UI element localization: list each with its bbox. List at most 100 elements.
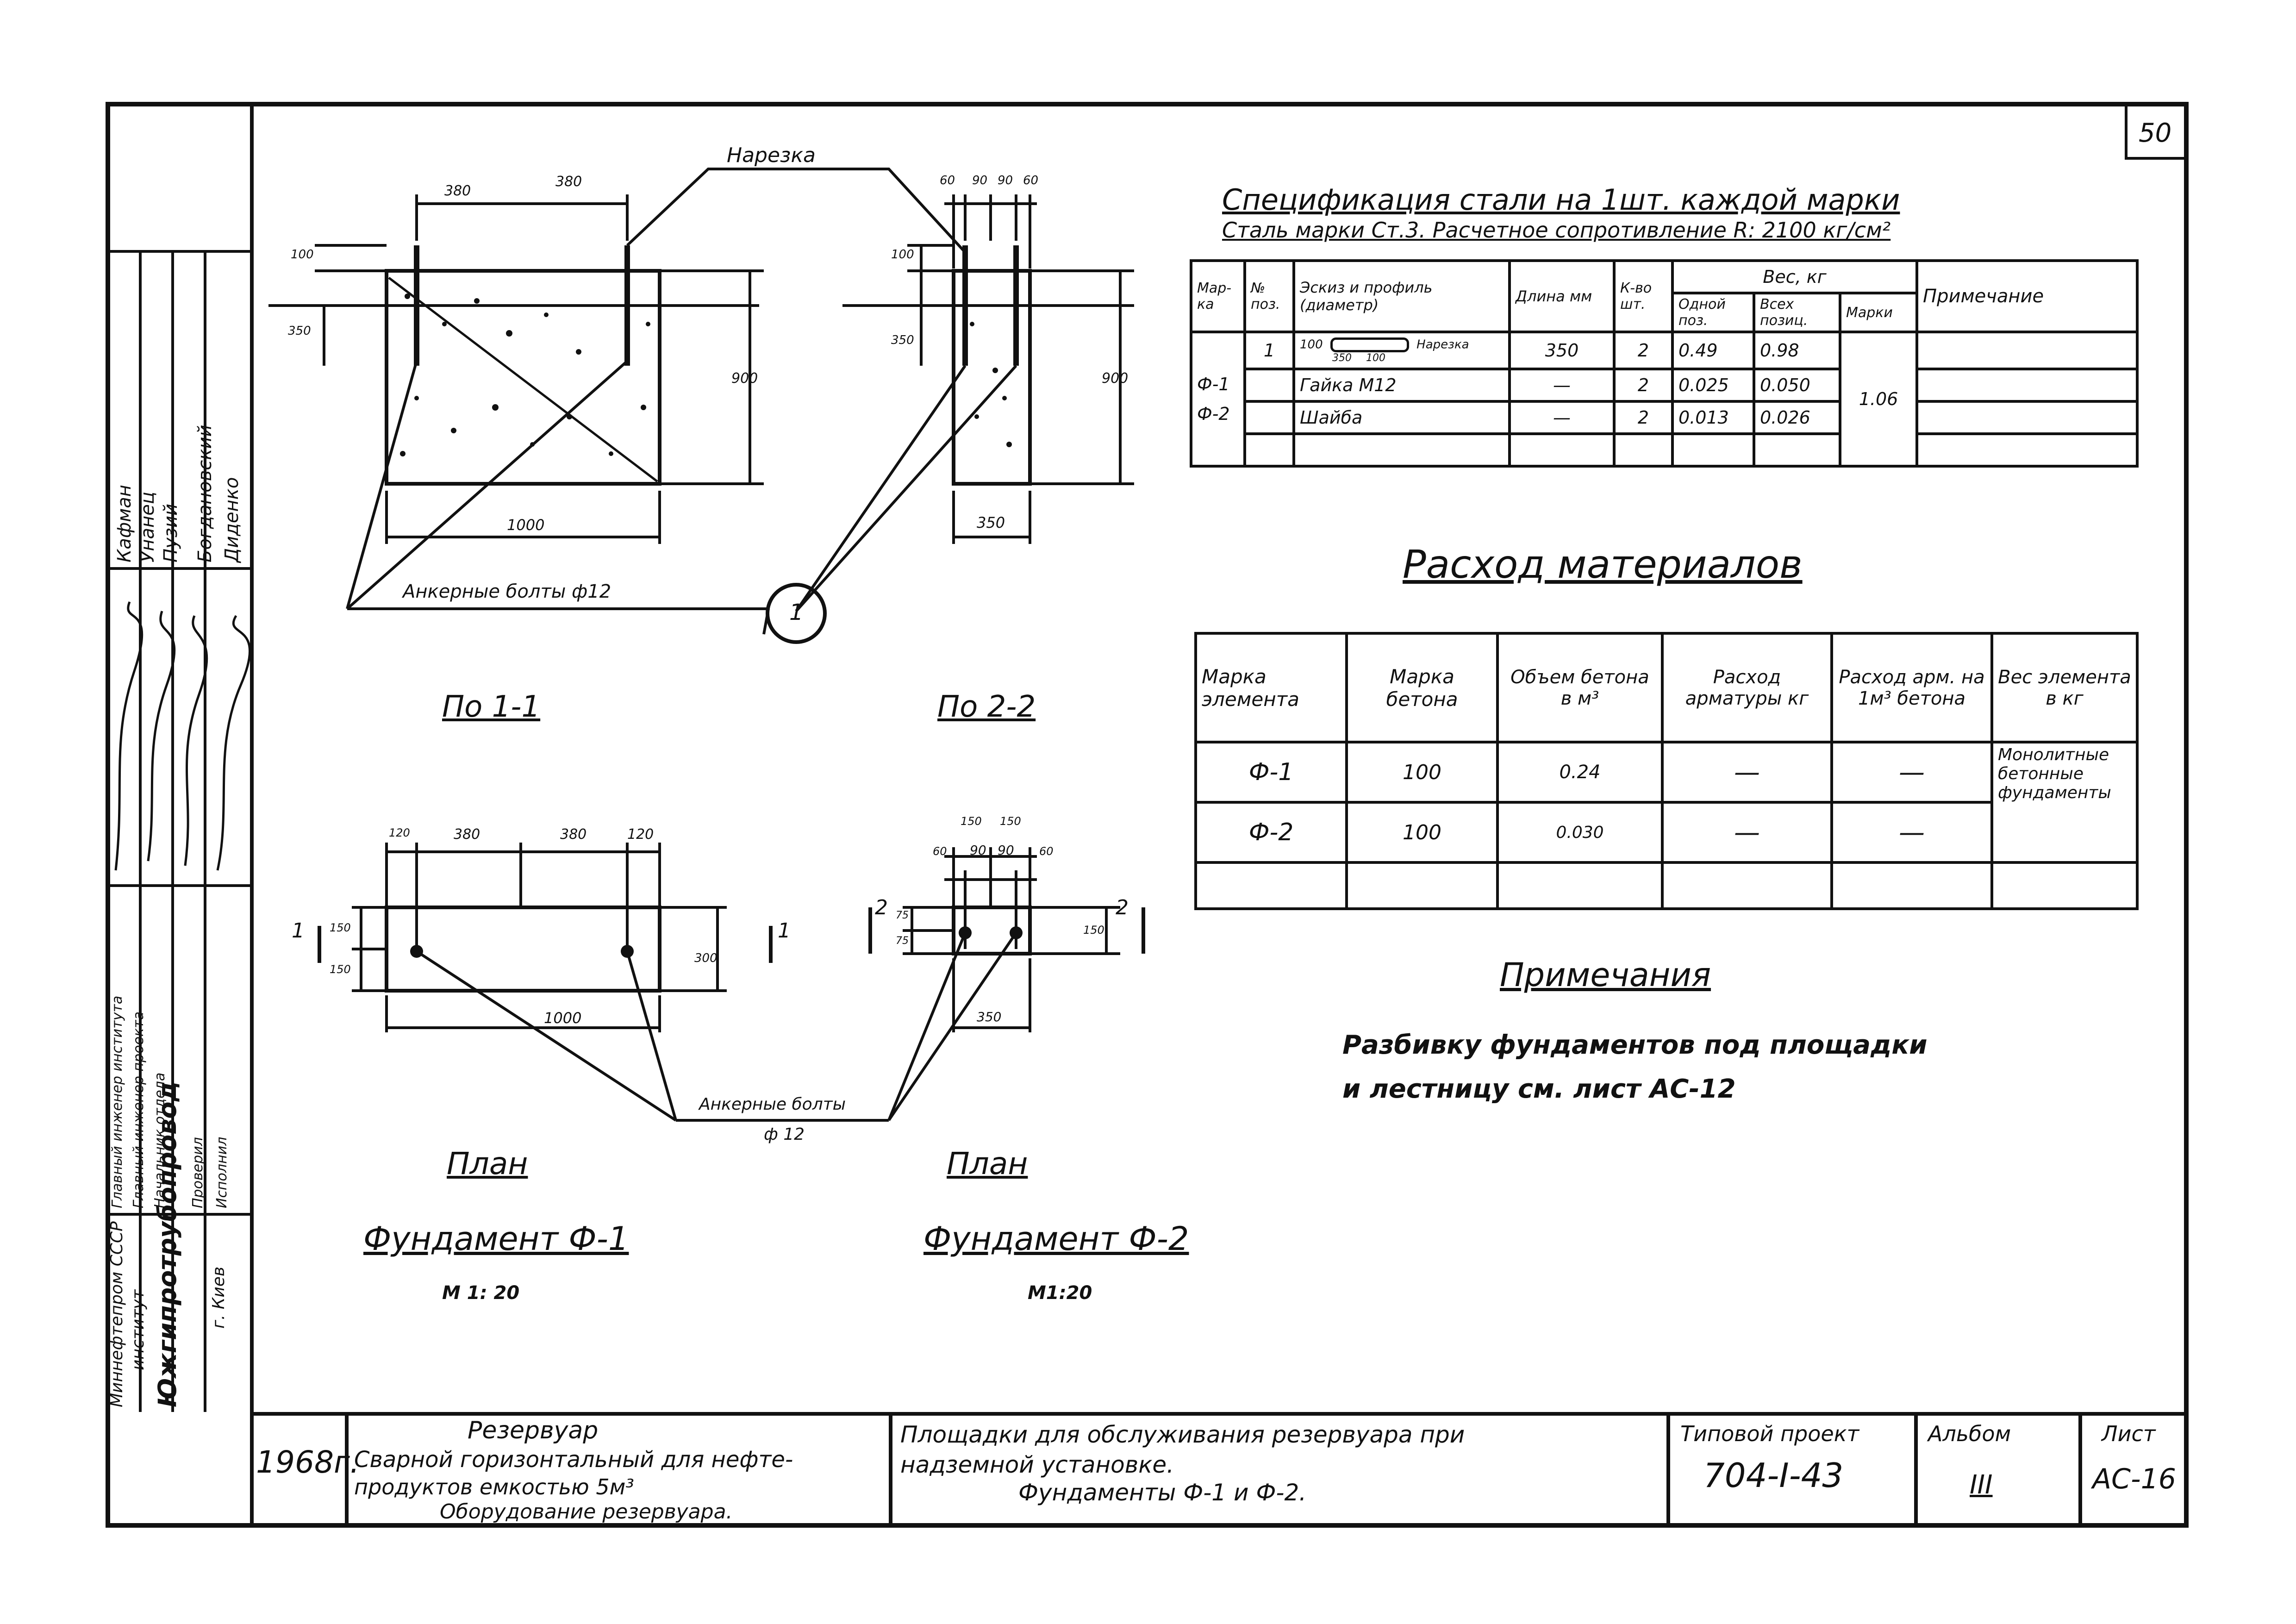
spec-qty-3: 2: [1613, 400, 1674, 435]
section1-block: [385, 269, 661, 486]
notes-line1: Разбивку фундаментов под площадки: [1342, 1030, 1928, 1060]
section2-block: [952, 269, 1032, 486]
title-desc-2: надземной установке.: [900, 1451, 1174, 1478]
mat-r0-c2: 0.24: [1496, 741, 1664, 804]
dim-s2-h-embed: 350: [891, 333, 914, 347]
dim-p1-a: 120: [389, 826, 410, 839]
mat-h-1: Марка бетона: [1345, 632, 1499, 743]
title-object-3: продуктов емкостью 5м³: [354, 1474, 634, 1499]
anchor-bolts-label-plan: Анкерные болты: [699, 1095, 846, 1114]
dim-s2-d: 60: [1023, 174, 1039, 187]
spec-all-3: 0.026: [1753, 400, 1841, 435]
spec-mark-weight: 1.06: [1839, 331, 1918, 468]
section-1-title: По 1-1: [442, 690, 541, 724]
notes-title: Примечания: [1500, 956, 1711, 994]
mat-r1-c1: 100: [1345, 801, 1499, 864]
dim-p1-w: 1000: [544, 1009, 582, 1027]
mat-r1-c4: —: [1830, 801, 1993, 864]
spec-title: Спецификация стали на 1шт. каждой марки: [1222, 183, 1900, 217]
spec-name-2: Гайка М12: [1292, 368, 1511, 403]
table-row: Ф-2 100 0.030 — —: [1194, 801, 2137, 864]
table-row: Шайба — 2 0.013 0.026: [1191, 400, 2139, 435]
spec-sketch-cell: 100 Нарезка 350 100: [1292, 331, 1511, 370]
foundation-2-title: Фундамент Ф-2: [923, 1220, 1189, 1258]
spec-all-1: 0.98: [1753, 331, 1841, 370]
dim-p2-a: 150: [961, 815, 982, 828]
spec-qty-1: 2: [1613, 331, 1674, 370]
table-row: [1194, 861, 2139, 910]
dim-s2-width: 350: [977, 514, 1005, 531]
notch-label: Нарезка: [727, 144, 816, 167]
dim-s2-a: 60: [940, 174, 955, 187]
spec-h-all: Всех позиц.: [1753, 292, 1841, 333]
title-project-no: 704-I-43: [1703, 1456, 1844, 1495]
dim-s2-b: 90: [972, 174, 988, 187]
title-year: 1968г.: [256, 1444, 360, 1480]
dim-s2-h-total: 900: [1102, 370, 1129, 387]
dim-s1-h-total: 900: [731, 370, 758, 387]
title-object-4: Оборудование резервуара.: [440, 1500, 733, 1524]
dim-p2-c: 60: [933, 845, 947, 858]
dim-s1-h-embed: 350: [288, 324, 311, 338]
spec-pos-1: 1: [1243, 331, 1295, 370]
spec-all-2: 0.050: [1753, 368, 1841, 403]
sheet-number: 50: [2139, 118, 2172, 148]
table-row: Ф-1 100 0.24 — — Монолитные бетонные фун…: [1194, 741, 2139, 864]
plan-2-title: План: [947, 1146, 1028, 1181]
table-row: Ф-1 Ф-2 1 100 Нарезка 350 100 350 2 0.49…: [1190, 331, 2139, 468]
scale-1: М 1: 20: [442, 1282, 520, 1304]
cut-1-right: 1: [778, 919, 791, 943]
mat-h-4: Расход арм. на 1м³ бетона: [1830, 632, 1993, 743]
title-sheet-label: Лист: [2102, 1421, 2156, 1446]
sketch-dim-a: 100: [1300, 337, 1323, 351]
dim-s2-c: 90: [998, 174, 1013, 187]
notes-line2: и лестницу см. лист АС-12: [1342, 1074, 1736, 1104]
spec-mark-2: Ф-2: [1197, 404, 1230, 424]
spec-one-3: 0.013: [1671, 400, 1755, 435]
dim-s2-h-top: 100: [891, 248, 914, 262]
anchor-bolts-dia-plan: ф 12: [764, 1125, 805, 1144]
dim-p2-w: 350: [977, 1009, 1002, 1024]
title-object-2: Сварной горизонтальный для нефте-: [354, 1447, 793, 1473]
sheet-number-box: 50: [2125, 104, 2185, 160]
materials-table: Марка элемента Марка бетона Объем бетона…: [1194, 632, 2139, 910]
table-row: Гайка М12 — 2 0.025 0.050: [1191, 368, 2139, 403]
spec-length-3: —: [1508, 400, 1616, 435]
title-album-no: III: [1970, 1470, 1993, 1500]
spec-h-sketch: Эскиз и профиль (диаметр): [1292, 259, 1511, 333]
mat-h-0: Марка элемента: [1194, 632, 1348, 743]
spec-subtitle: Сталь марки Ст.3. Расчетное сопротивлени…: [1222, 218, 1891, 243]
mat-weight-note: Монолитные бетонные фундаменты: [1990, 741, 2139, 864]
sketch-dim-b: 350: [1332, 352, 1352, 364]
spec-pos-2: [1243, 368, 1295, 403]
drawing-frame: [106, 102, 2189, 1528]
dim-s1-b: 380: [555, 174, 582, 190]
spec-h-mark-w: Марки: [1839, 292, 1918, 333]
spec-h-qty: К-во шт.: [1613, 259, 1674, 333]
materials-title: Расход материалов: [1403, 542, 1803, 587]
cut-1-left: 1: [292, 919, 305, 943]
dim-p2-d: 90: [970, 843, 986, 858]
spec-mark-1: Ф-1: [1197, 374, 1230, 394]
dim-p2-g: 75: [896, 910, 909, 921]
spec-h-one: Одной поз.: [1671, 292, 1755, 333]
signatures: [114, 601, 251, 871]
dim-p2-b: 150: [1000, 815, 1021, 828]
cut-2-left: 2: [875, 896, 888, 919]
dim-s1-a: 380: [444, 183, 471, 199]
side-stamp-border: [250, 102, 254, 1528]
title-project-label: Типовой проект: [1680, 1421, 1859, 1446]
sketch-notch: Нарезка: [1416, 337, 1469, 351]
mat-h-3: Расход арматуры кг: [1661, 632, 1833, 743]
sketch-dim-c: 100: [1366, 352, 1385, 364]
dim-p1-c: 380: [560, 826, 587, 843]
anchor-bolts-label: Анкерные болты ф12: [403, 581, 611, 602]
spec-pos-3: [1243, 400, 1295, 435]
foundation-1-title: Фундамент Ф-1: [363, 1220, 629, 1258]
bolt-sketch-icon: [1330, 337, 1409, 352]
dim-p2-h: 75: [896, 935, 909, 947]
spec-length-1: 350: [1508, 331, 1616, 370]
dim-p1-b: 380: [454, 826, 480, 843]
